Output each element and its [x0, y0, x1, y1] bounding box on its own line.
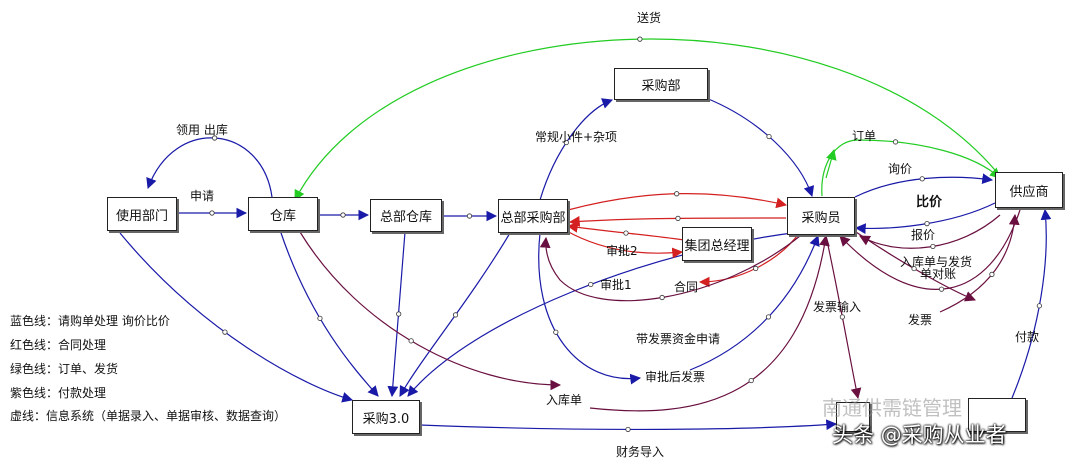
edge-invoice-to-supplier — [939, 213, 1020, 313]
edge-post-approval-invoice — [538, 232, 642, 385]
edge-midpoint-handle — [209, 210, 215, 216]
edge-statement — [855, 231, 977, 302]
label-order: 订单 — [852, 129, 877, 143]
edge-hq-warehouse-to-system — [387, 231, 406, 398]
edge-midpoint-handle — [919, 176, 925, 182]
label-compare: 比价 — [916, 195, 943, 210]
node-user-dept[interactable]: 使用部门 — [107, 197, 177, 231]
node-partial-bottom-right — [968, 398, 1026, 432]
edge-deliver-supplier-to-warehouse — [294, 38, 1001, 201]
legend-red: 红色线：合同处理 — [10, 338, 107, 352]
legend-blue: 蓝色线：请购单处理 询价比价 — [10, 314, 170, 328]
label-finance-import: 财务导入 — [616, 445, 665, 459]
edge-midpoint-handle — [675, 215, 681, 221]
node-supplier[interactable]: 供应商 — [995, 172, 1063, 208]
edge-inbound-delivery-supplier-to-buyer — [859, 214, 1001, 249]
edge-quote-supplier-to-buyer — [854, 202, 996, 234]
edge-midpoint-handle — [674, 191, 680, 197]
edge-invoice-fund-request — [689, 234, 820, 371]
edge-midpoint-handle — [396, 311, 402, 317]
edge-order-start-arrow — [825, 148, 837, 179]
label-deliver: 送货 — [637, 11, 662, 25]
watermark-faint: 南通供需链管理 — [822, 396, 962, 420]
edge-midpoint-handle — [317, 315, 323, 321]
edge-finance-import — [419, 419, 838, 431]
label-approve2: 审批2 — [606, 244, 638, 258]
edge-midpoint-handle — [588, 281, 594, 288]
label-payment: 付款 — [1015, 330, 1040, 344]
edge-invoice-supplier-to-buyer — [839, 209, 1021, 290]
label-use-out: 领用 出库 — [176, 123, 228, 137]
edge-midpoint-handle — [452, 312, 459, 318]
edge-warehouse-to-system — [279, 229, 379, 397]
label-inquiry: 询价 — [888, 162, 913, 176]
edge-midpoint-handle — [553, 329, 559, 335]
edge-midpoint-handle — [212, 135, 218, 141]
edge-dept-to-system — [119, 232, 354, 403]
label-invoice-input: 发票输入 — [813, 300, 862, 314]
node-procurement-dept[interactable]: 采购部 — [614, 68, 708, 100]
edge-midpoint-handle — [340, 212, 346, 218]
node-hq-procurement[interactable]: 总部采购部 — [498, 199, 568, 233]
legend-dashed: 虚线：信息系统（单据录入、单据审核、数据查询） — [10, 409, 287, 423]
node-warehouse[interactable]: 仓库 — [248, 197, 318, 231]
edge-midpoint-handle — [766, 133, 772, 140]
edge-midpoint-handle — [911, 265, 917, 272]
edge-hq-procurement-to-procurement-dept — [539, 98, 614, 201]
edge-procurement-dept-to-buyer — [705, 97, 815, 198]
edge-buyer-to-hq-procurement — [568, 215, 787, 227]
watermark-credit: 头条 @采购从业者 — [832, 423, 1007, 447]
node-group-gm[interactable]: 集团总经理 — [682, 227, 752, 261]
edge-inquiry-buyer-to-supplier — [854, 173, 994, 198]
label-inbound-delivery: 入库单与发货 — [900, 255, 973, 269]
edge-order-buyer-to-supplier — [821, 139, 1001, 197]
edge-midpoint-handle — [408, 338, 414, 344]
edge-midpoint-handle — [748, 377, 754, 384]
edge-hq-procurement-to-buyer — [567, 193, 788, 211]
node-partial-bottom-left — [836, 402, 870, 432]
label-small-items: 常规小件+杂项 — [535, 130, 618, 144]
edge-midpoint-handle — [924, 221, 930, 227]
edge-midpoint-handle — [623, 230, 629, 236]
edge-hq-procurement-to-system — [399, 232, 511, 397]
label-quote: 报价 — [911, 228, 936, 242]
edge-midpoint-handle — [1036, 303, 1042, 309]
edge-payment-to-supplier — [1011, 208, 1052, 399]
edge-midpoint-handle — [765, 314, 772, 320]
label-invoice-fund-request: 带发票资金申请 — [636, 332, 721, 346]
edge-midpoint-handle — [659, 294, 665, 301]
edge-midpoint-handle — [930, 243, 936, 250]
label-invoice: 发票 — [908, 313, 933, 327]
node-hq-warehouse[interactable]: 总部仓库 — [370, 199, 442, 232]
label-post-approval-invoice: 审批后发票 — [645, 370, 706, 384]
label-apply: 申请 — [190, 189, 215, 203]
label-approve1: 审批1 — [600, 278, 632, 292]
edge-midpoint-handle — [563, 139, 569, 146]
edge-midpoint-handle — [466, 213, 473, 219]
legend-green: 绿色线：订单、发货 — [10, 362, 119, 376]
edge-midpoint-handle — [892, 139, 899, 145]
label-statement: 单对账 — [920, 267, 957, 281]
node-buyer[interactable]: 采购员 — [787, 197, 855, 235]
edge-invoice-input — [825, 235, 862, 400]
edge-midpoint-handle — [753, 265, 759, 271]
edge-midpoint-handle — [938, 286, 945, 292]
legend-purple: 紫色线：付款处理 — [10, 386, 107, 400]
edge-midpoint-handle — [625, 426, 631, 433]
edge-midpoint-handle — [989, 271, 995, 277]
edge-gm-to-hq-procurement — [566, 222, 685, 241]
label-inbound-doc: 入库单 — [546, 393, 583, 407]
edge-midpoint-handle — [619, 247, 625, 253]
node-procurement-system[interactable]: 采购3.0 — [352, 400, 420, 434]
edge-inbound-doc — [299, 231, 562, 391]
edge-midpoint-handle — [222, 329, 228, 335]
edge-midpoint-handle — [637, 36, 643, 42]
edge-midpoint-handle — [839, 314, 845, 320]
label-contract: 合同 — [674, 280, 699, 294]
edge-approve1 — [539, 235, 801, 302]
edge-inbound-doc-to-buyer — [589, 234, 830, 412]
